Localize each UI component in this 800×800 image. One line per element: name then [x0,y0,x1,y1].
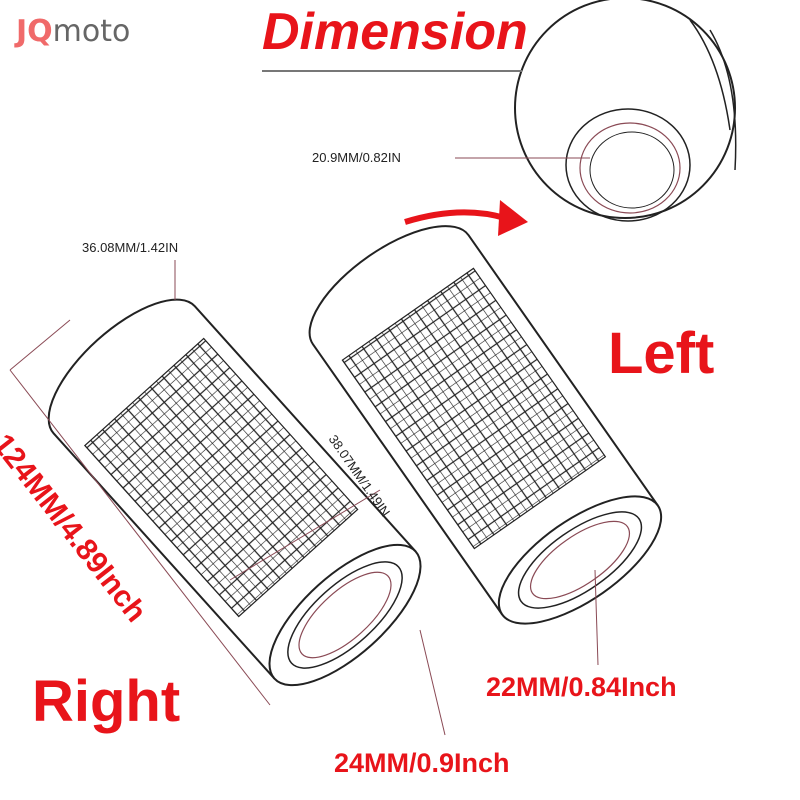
arrow-icon [404,200,528,236]
brand-logo: JQmoto [16,14,130,49]
detail-inset [455,0,737,222]
left-grip [308,225,663,625]
label-inner-right: 24MM/0.9Inch [334,748,510,778]
label-right: Right [32,669,181,734]
logo-suffix: moto [52,14,131,49]
label-inner-left-end: 22MM/0.84Inch [486,672,677,702]
leader-lines [9,260,599,736]
label-left: Left [608,321,715,386]
label-outer-right-top: 36.08MM/1.42IN [82,240,179,255]
label-inner-left: 20.9MM/0.82IN [312,150,401,165]
title-underline [262,70,522,72]
page-title: Dimension [262,3,528,61]
logo-brand: JQ [16,14,53,49]
